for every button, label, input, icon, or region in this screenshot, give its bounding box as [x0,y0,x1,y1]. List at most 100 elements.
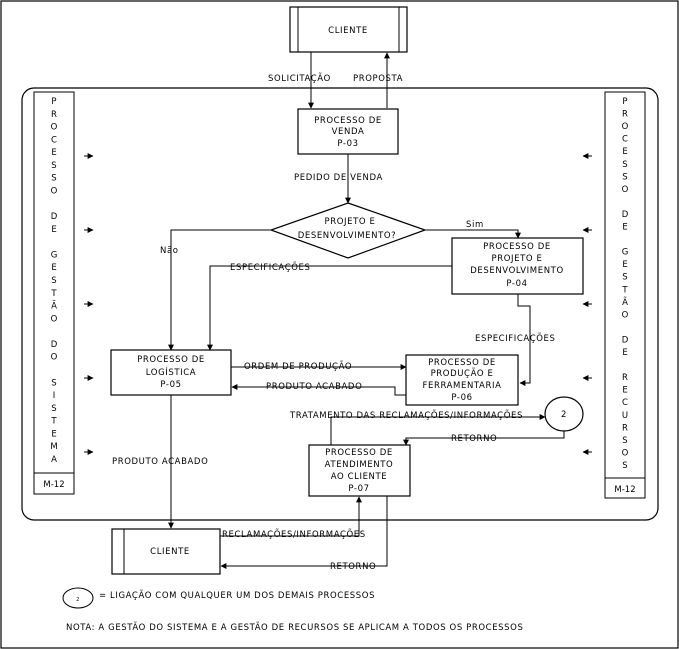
side-title-char: S [622,160,627,170]
processo-producao-box: PROCESSO DE PRODUÇÃO E FERRAMENTARIA P-0… [405,354,519,406]
tratamento-label: TRATAMENTO DAS RECLAMAÇÕES/INFORMAÇÕES [289,409,523,421]
retorno-arrow-2 [220,496,388,569]
legend-text: = LIGAÇÃO COM QUALQUER UM DOS DEMAIS PRO… [99,590,375,601]
side-title-char: O [51,187,58,197]
side-title-char: D [622,210,629,220]
side-title-char: O [622,122,629,132]
pedido-venda-label: PEDIDO DE VENDA [294,173,383,183]
left-side-arrows [84,153,94,455]
decision-diamond: PROJETO E DESENVOLVIMENTO? [269,202,427,259]
svg-text:P-07: P-07 [348,484,369,494]
side-title-char: C [51,135,57,145]
side-title-char: R [51,110,57,120]
left-side-code: M-12 [43,480,64,490]
svg-text:PROJETO E: PROJETO E [325,217,376,227]
svg-text:PROCESSO DE: PROCESSO DE [428,358,496,368]
process-container [21,87,659,521]
processo-logistica-box: PROCESSO DE LOGÍSTICA P-05 [110,349,232,396]
side-title-char: E [622,386,627,396]
reclamacoes-label: RECLAMAÇÕES/INFORMAÇÕES [222,528,366,540]
side-title-char: D [622,336,629,346]
side-title-char: E [51,429,56,439]
side-title-char: S [622,172,627,182]
side-title-char: E [622,348,627,358]
especificacoes-logistica-arrow [207,265,452,351]
side-title-char: C [622,398,628,408]
processo-atendimento-box: PROCESSO DE ATENDIMENTO AO CLIENTE P-07 [308,444,411,497]
side-title-char: D [51,340,58,350]
side-title-char: S [51,161,56,171]
svg-text:2: 2 [561,410,567,420]
svg-text:PRODUÇÃO E: PRODUÇÃO E [431,368,494,379]
side-title-char: O [622,185,629,195]
side-title-char: S [51,378,56,388]
cliente-top-box: CLIENTE [289,6,408,53]
right-side-code: M-12 [614,485,635,495]
side-title-char: S [622,436,627,446]
svg-text:FERRAMENTARIA: FERRAMENTARIA [423,381,502,391]
svg-text:PROCESSO DE: PROCESSO DE [137,355,205,365]
connector-2: 2 [544,396,584,432]
svg-text:ATENDIMENTO: ATENDIMENTO [325,460,394,470]
side-title-char: P [51,97,56,107]
side-title-char: R [622,423,628,433]
side-title-char: O [622,448,629,458]
side-title-char: E [51,148,56,158]
produto-acabado-label-2: PRODUTO ACABADO [112,457,208,467]
retorno-label-1: RETORNO [451,434,497,444]
side-title-char: P [622,97,627,107]
svg-text:LOGÍSTICA: LOGÍSTICA [146,366,196,378]
proposta-label: PROPOSTA [353,74,403,84]
legend: 2 = LIGAÇÃO COM QUALQUER UM DOS DEMAIS P… [62,587,375,609]
side-title-char: G [51,250,58,260]
side-title-char: D [51,212,58,222]
side-title-char: O [622,310,629,320]
right-side-arrows [582,153,592,455]
svg-text:PROCESSO DE: PROCESSO DE [314,116,382,126]
side-title-char: Ã [51,301,57,312]
processo-venda-box: PROCESSO DE VENDA P-03 [297,108,399,155]
sim-arrow [425,229,521,239]
side-title-char: T [50,417,57,427]
note-text: NOTA: A GESTÃO DO SISTEMA E A GESTÃO DE … [66,622,523,633]
svg-text:DESENVOLVIMENTO: DESENVOLVIMENTO [470,266,563,276]
svg-text:P-06: P-06 [451,393,472,403]
side-title-char: A [51,455,57,465]
svg-text:P-04: P-04 [506,279,527,289]
svg-text:P-05: P-05 [160,380,181,390]
reclamacoes-arrow [220,496,362,537]
svg-text:VENDA: VENDA [332,127,365,137]
svg-text:2: 2 [76,597,80,603]
side-title-char: S [51,404,56,414]
side-title-char: U [622,411,628,421]
side-title-char: G [622,248,629,258]
side-title-char: R [622,110,628,120]
side-title-char: Ã [622,297,628,308]
ordem-producao-label: ORDEM DE PRODUÇÃO [244,361,352,372]
side-title-char: T [50,289,57,299]
side-title-char: S [51,174,56,184]
solicitacao-label: SOLICITAÇÃO [268,73,331,84]
side-title-char: I [53,391,56,401]
produto-acabado-label-1: PRODUTO ACABADO [266,382,362,392]
produto-acabado-arrow-1 [231,384,406,396]
sim-label: Sim [466,220,484,230]
svg-text:P-03: P-03 [337,139,358,149]
svg-text:DESENVOLVIMENTO?: DESENVOLVIMENTO? [298,231,397,241]
cliente-bottom-box: CLIENTE [111,528,221,575]
side-title-char: O [51,314,58,324]
side-title-char: T [621,285,628,295]
processo-projeto-box: PROCESSO DE PROJETO E DESENVOLVIMENTO P-… [451,237,584,295]
side-title-char: E [51,263,56,273]
svg-text:PROCESSO DE: PROCESSO DE [483,242,551,252]
side-title-char: S [622,273,627,283]
retorno-label-2: RETORNO [330,562,376,572]
side-title-char: O [51,123,58,133]
svg-text:AO CLIENTE: AO CLIENTE [331,472,388,482]
side-title-char: E [622,260,627,270]
especificacoes-label-1: ESPECIFICAÇÕES [230,261,311,273]
side-title-char: M [50,442,57,452]
